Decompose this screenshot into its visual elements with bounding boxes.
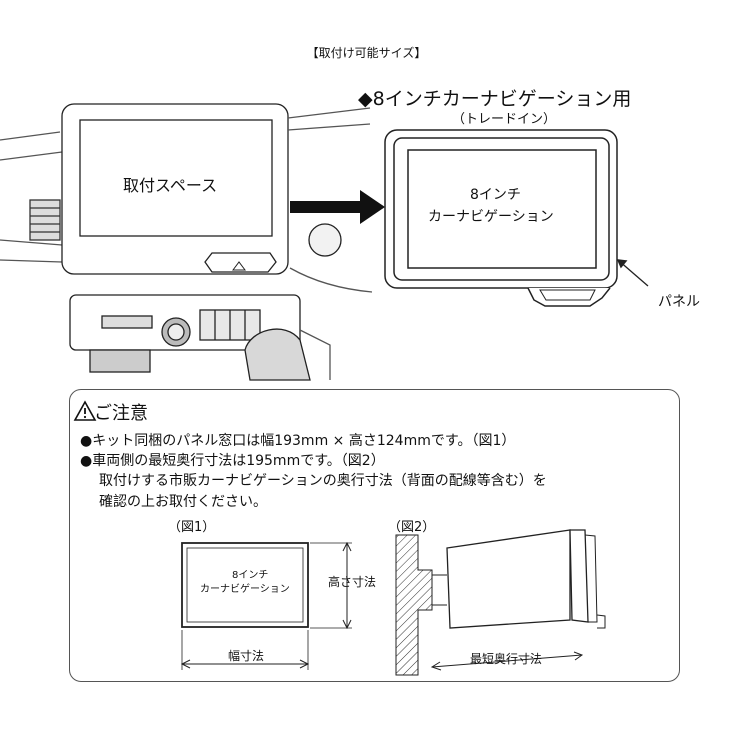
panel-label: パネル bbox=[658, 294, 700, 310]
caution-title: ご注意 bbox=[74, 399, 148, 425]
fig1-navi-line2: カーナビゲーション bbox=[200, 584, 290, 595]
product-subtitle: （トレードイン） bbox=[452, 112, 557, 127]
product-title: ◆8インチカーナビゲーション用 bbox=[358, 88, 632, 110]
caution-box bbox=[69, 389, 680, 682]
warning-icon bbox=[73, 400, 97, 421]
page-header: 【取付け可能サイズ】 bbox=[306, 46, 427, 60]
arrow-right-icon bbox=[290, 190, 385, 224]
dashboard-illustration bbox=[0, 103, 373, 381]
fig1-width-label: 幅寸法 bbox=[228, 649, 265, 663]
air-vent bbox=[29, 199, 61, 241]
fig1-diagram bbox=[180, 541, 352, 670]
fig1-navi-line1: 8インチ bbox=[232, 570, 269, 581]
fig2-diagram bbox=[395, 529, 606, 676]
fig1-height-label: 高さ寸法 bbox=[328, 575, 377, 589]
caution-bullet-2-cont-2: 確認の上お取付ください。 bbox=[99, 494, 267, 510]
caution-bullet-1: ●キット同梱のパネル窓口は幅193mm × 高さ124mmです。（図1） bbox=[80, 433, 516, 449]
caution-title-text: ご注意 bbox=[94, 403, 148, 424]
navigation-unit-illustration bbox=[384, 129, 649, 307]
mount-space-label: 取付スペース bbox=[123, 176, 218, 195]
caution-bullet-2-cont-1: 取付けする市販カーナビゲーションの奥行寸法（背面の配線等含む）を bbox=[99, 473, 547, 489]
navi-label-line2: カーナビゲーション bbox=[428, 209, 554, 225]
caution-bullet-2: ●車両側の最短奥行寸法は195mmです。（図2） bbox=[80, 453, 385, 469]
fig2-label: （図2） bbox=[388, 520, 436, 535]
fig1-label: （図1） bbox=[168, 520, 216, 535]
fig2-depth-label: 最短奥行寸法 bbox=[470, 652, 543, 666]
navi-label-line1: 8インチ bbox=[470, 187, 521, 203]
